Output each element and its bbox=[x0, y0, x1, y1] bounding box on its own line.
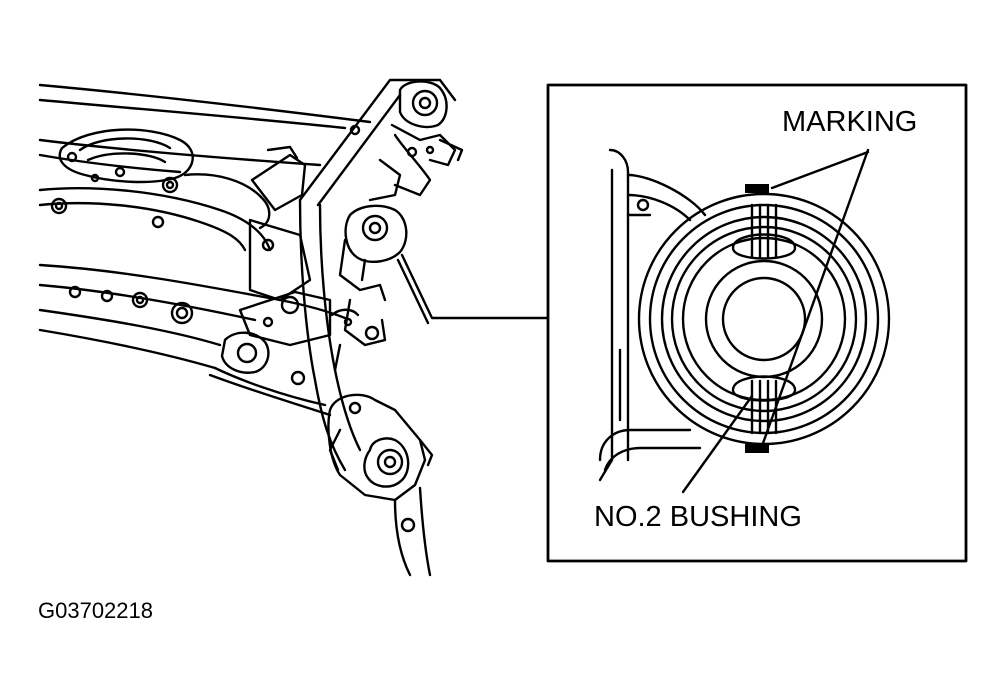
marking-block-bottom bbox=[745, 444, 769, 453]
bushing-label: NO.2 BUSHING bbox=[594, 501, 802, 533]
leader-line-2 bbox=[396, 258, 430, 325]
marking-leader-1 bbox=[770, 150, 870, 190]
marking-block-top bbox=[745, 184, 769, 193]
bushing-leader bbox=[681, 394, 754, 494]
leader-line bbox=[400, 253, 550, 320]
subframe-drawing bbox=[38, 78, 464, 577]
bushing-detail bbox=[598, 148, 891, 482]
marking-leader-2 bbox=[760, 148, 870, 448]
detail-frame bbox=[546, 83, 968, 563]
marking-label: MARKING bbox=[782, 106, 918, 138]
figure-id: G03702218 bbox=[38, 598, 153, 623]
